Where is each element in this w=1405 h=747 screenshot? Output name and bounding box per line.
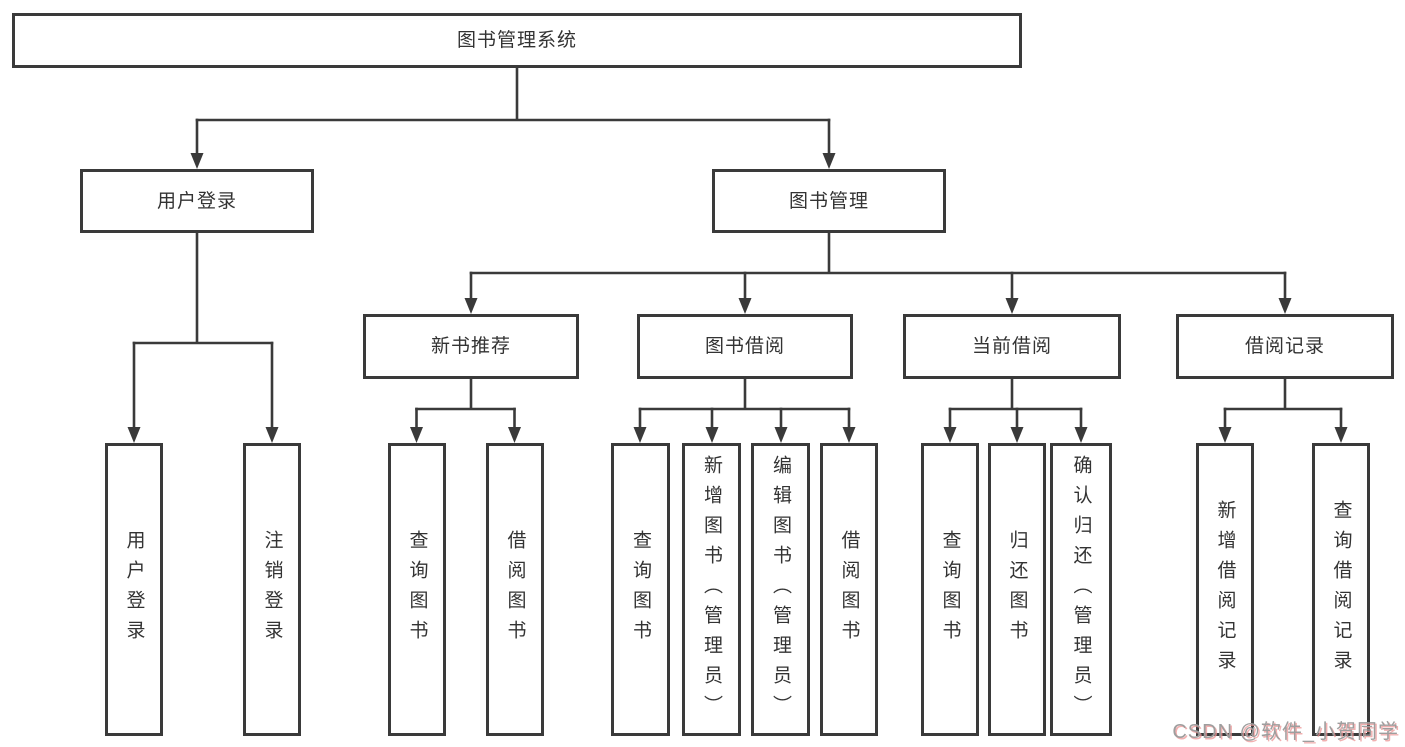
leaf-query-book-1: 查询图书: [388, 443, 446, 736]
leaf-add-book-admin: 新增图书（管理员）: [682, 443, 741, 736]
leaf-label: 注销登录: [261, 529, 283, 650]
connector-root-to-level2: [190, 68, 836, 169]
node-new-book-recommend: 新书推荐: [363, 314, 579, 379]
leaf-query-book-2: 查询图书: [611, 443, 670, 736]
leaf-logout: 注销登录: [243, 443, 301, 736]
leaf-label: 归还图书: [1006, 529, 1028, 650]
leaf-label: 借阅图书: [838, 529, 860, 650]
arrowhead: [1218, 427, 1232, 443]
arrowhead: [464, 298, 478, 314]
leaf-label: 用户登录: [123, 529, 145, 650]
node-library-system: 图书管理系统: [12, 13, 1022, 68]
leaf-add-borrow-record: 新增借阅记录: [1196, 443, 1254, 736]
arrowhead: [1278, 298, 1292, 314]
arrowhead: [127, 427, 141, 443]
leaf-label: 查询图书: [406, 529, 428, 650]
arrowhead: [1005, 298, 1019, 314]
leaf-label: 新增借阅记录: [1214, 499, 1236, 680]
leaf-label: 确认归还（管理员）: [1070, 454, 1092, 725]
node-current-borrow: 当前借阅: [903, 314, 1121, 379]
leaf-label: 借阅图书: [504, 529, 526, 650]
arrowhead: [943, 427, 957, 443]
leaf-label: 编辑图书（管理员）: [770, 454, 791, 725]
arrowhead: [508, 427, 521, 443]
arrowhead: [738, 298, 752, 314]
leaf-label: 新增图书（管理员）: [701, 454, 722, 725]
leaf-query-book-3: 查询图书: [921, 443, 979, 736]
arrowhead: [1074, 427, 1088, 443]
arrowhead: [1334, 427, 1348, 443]
arrowhead: [842, 427, 856, 443]
arrowhead: [633, 427, 647, 443]
connector-user-login-children: [127, 233, 279, 443]
leaf-label: 查询借阅记录: [1330, 499, 1352, 680]
arrowhead: [410, 427, 423, 443]
arrowhead: [774, 427, 788, 443]
connector-new-book-children: [410, 379, 521, 443]
connector-book-mgmt-to-level3: [464, 233, 1292, 314]
leaf-borrow-book-1: 借阅图书: [486, 443, 544, 736]
leaf-edit-book-admin: 编辑图书（管理员）: [751, 443, 810, 736]
node-borrow-records: 借阅记录: [1176, 314, 1394, 379]
connector-current-borrow-children: [943, 379, 1088, 443]
leaf-label: 查询图书: [630, 529, 651, 650]
node-book-management: 图书管理: [712, 169, 946, 233]
csdn-watermark: CSDN @软件_小贺同学: [1172, 721, 1399, 743]
arrowhead: [1010, 427, 1024, 443]
arrowhead: [190, 153, 204, 169]
node-user-login: 用户登录: [80, 169, 314, 233]
arrowhead: [705, 427, 719, 443]
connector-book-borrow-children: [633, 379, 856, 443]
leaf-label: 查询图书: [939, 529, 961, 650]
arrowhead: [822, 153, 836, 169]
node-book-borrow: 图书借阅: [637, 314, 853, 379]
leaf-confirm-return-admin: 确认归还（管理员）: [1050, 443, 1112, 736]
connector-borrow-record-children: [1218, 379, 1348, 443]
leaf-return-book: 归还图书: [988, 443, 1046, 736]
arrowhead: [265, 427, 279, 443]
leaf-query-borrow-record: 查询借阅记录: [1312, 443, 1370, 736]
leaf-borrow-book-2: 借阅图书: [820, 443, 878, 736]
leaf-user-login: 用户登录: [105, 443, 163, 736]
